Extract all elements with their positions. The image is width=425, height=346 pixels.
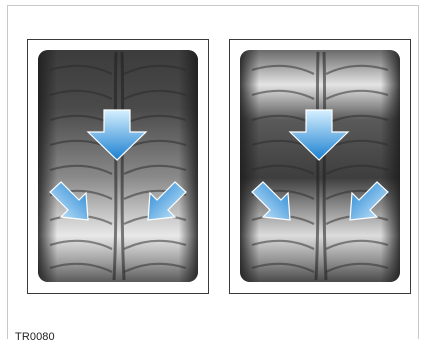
figure-code: TR0080 [15,331,55,343]
tyre-tread-pressure-icon [230,40,410,293]
tread-panel-left [27,39,209,294]
tyre-tread-pressure-icon [28,40,208,293]
tread-panel-right [229,39,411,294]
